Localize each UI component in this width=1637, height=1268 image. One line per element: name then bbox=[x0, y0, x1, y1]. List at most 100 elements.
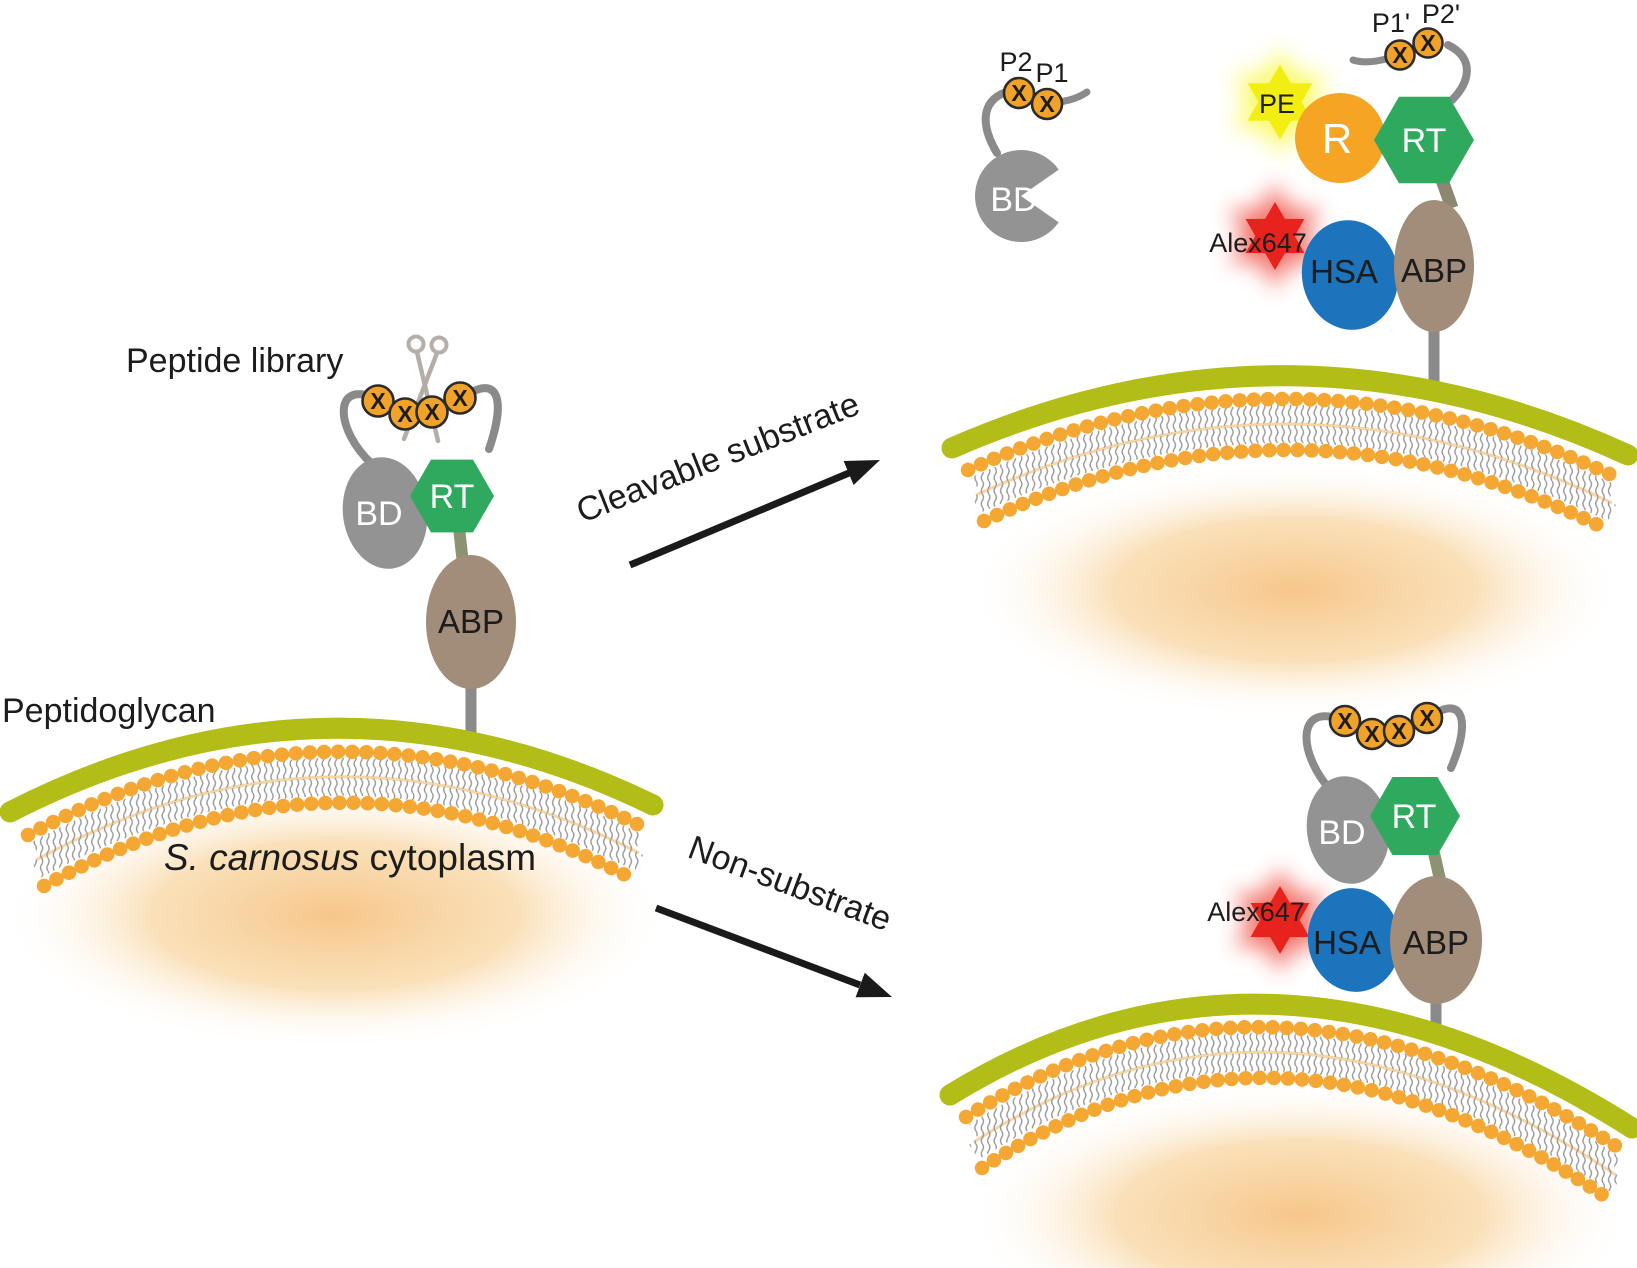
left-bd-blob bbox=[342, 457, 428, 569]
ns-rt-label: RT bbox=[1392, 798, 1437, 836]
ns-hsa-label: HSA bbox=[1313, 924, 1381, 961]
bottom-right-cell-membrane bbox=[939, 993, 1637, 1268]
svg-text:X: X bbox=[370, 388, 386, 414]
released-chain-stub bbox=[1056, 88, 1091, 106]
left-lipid-tails-upper bbox=[31, 757, 644, 858]
svg-text:X: X bbox=[1364, 721, 1380, 747]
svg-text:X: X bbox=[1011, 80, 1027, 106]
rt-linker-curve bbox=[1444, 41, 1471, 104]
bottom-right-lipid-heads-bottom bbox=[974, 1070, 1618, 1208]
non-substrate-arrow-head bbox=[855, 972, 892, 998]
residue-x-1: X bbox=[361, 384, 395, 418]
svg-text:X: X bbox=[1419, 705, 1435, 731]
non-substrate-arrow-shaft bbox=[654, 904, 862, 989]
pe-fluorophore: PE bbox=[1232, 47, 1328, 157]
svg-text:X: X bbox=[424, 399, 440, 425]
bottom-right-lipid-tails-upper bbox=[969, 1033, 1622, 1173]
ns-abp-blob bbox=[1390, 876, 1482, 1004]
ns-peptide-loop-left-arm bbox=[1302, 712, 1346, 796]
left-cell-membrane: Peptidoglycan S. carnosus cytoplasm bbox=[0, 688, 670, 1050]
peptide-library-residues: X X X X bbox=[361, 381, 477, 431]
released-bd-linker bbox=[981, 88, 1010, 157]
p1-prime-label: P1' bbox=[1372, 8, 1410, 38]
left-lipid-heads-top bbox=[20, 744, 653, 843]
top-right-cytoplasm-glow bbox=[965, 460, 1625, 720]
left-rt-hexagon bbox=[410, 459, 494, 533]
left-rt-label: RT bbox=[430, 478, 475, 516]
bottom-right-peptidoglycan-band bbox=[939, 993, 1637, 1139]
bottom-right-lipid-tails-lower bbox=[969, 1053, 1622, 1193]
top-right-lipid-heads-bottom bbox=[976, 442, 1614, 537]
non-substrate-arrow-label: Non-substrate bbox=[683, 829, 896, 939]
top-right-lipid-tails-lower bbox=[972, 424, 1616, 522]
cleavable-substrate-arrow: Cleavable substrate bbox=[571, 385, 880, 569]
scissors-handle-right bbox=[429, 335, 449, 355]
cleavable-arrow-label: Cleavable substrate bbox=[571, 385, 865, 530]
ns-rt-hexagon bbox=[1370, 777, 1460, 855]
cytoplasm-species: S. carnosus bbox=[164, 837, 359, 878]
svg-text:X: X bbox=[1391, 718, 1407, 744]
pe-label: PE bbox=[1259, 89, 1295, 119]
alexa647-label-bottom: Alex647 bbox=[1207, 897, 1305, 927]
alexa647-fluorophore-top: Alex647 bbox=[1209, 183, 1321, 289]
ns-residues: X X X X bbox=[1328, 701, 1444, 751]
ns-residue-x-4: X bbox=[1410, 701, 1444, 735]
peptidoglycan-label: Peptidoglycan bbox=[2, 692, 216, 730]
reporter-r-blob bbox=[1295, 93, 1385, 183]
left-peptidoglycan-band bbox=[0, 717, 664, 823]
p1-label: P1 bbox=[1035, 58, 1068, 88]
svg-text:X: X bbox=[1420, 30, 1436, 56]
cleavable-arrow-head bbox=[843, 460, 880, 485]
cleaved-chain-stub bbox=[1349, 55, 1390, 66]
top-right-abp-label: ABP bbox=[1401, 252, 1467, 289]
scissors-handle-left bbox=[406, 334, 426, 354]
svg-text:X: X bbox=[1392, 42, 1408, 68]
top-right-lipid-tails-upper bbox=[972, 404, 1616, 502]
left-bd-label: BD bbox=[355, 495, 402, 533]
peptide-library-label: Peptide library bbox=[126, 342, 343, 380]
cleaved-surface-complex: X X P1' P2' PE Alex647 HSA ABP R RT bbox=[1209, 0, 1474, 332]
alexa647-fluorophore-bottom: Alex647 bbox=[1207, 867, 1326, 973]
top-right-hsa-blob bbox=[1301, 220, 1399, 330]
released-bd-fragment: X X P2 P1 BD bbox=[975, 47, 1091, 242]
cytoplasm-suffix: cytoplasm bbox=[359, 837, 536, 878]
top-right-peptidoglycan-band bbox=[941, 365, 1637, 466]
residue-x-3: X bbox=[415, 395, 449, 429]
ns-residue-x-2: X bbox=[1355, 717, 1389, 751]
bottom-right-lipid-heads-top bbox=[958, 1019, 1630, 1158]
top-right-rt-label: RT bbox=[1402, 122, 1447, 160]
ns-residue-x-3: X bbox=[1382, 714, 1416, 748]
released-bd-label: BD bbox=[990, 181, 1037, 219]
non-substrate-arrow: Non-substrate bbox=[654, 829, 897, 998]
left-lipid-heads-bottom bbox=[36, 795, 641, 894]
residue-p2: X bbox=[1002, 76, 1036, 110]
ns-bd-label: BD bbox=[1318, 814, 1365, 852]
left-lipid-tails-lower bbox=[31, 777, 644, 878]
top-right-hsa-label: HSA bbox=[1310, 253, 1378, 290]
residue-p1: X bbox=[1030, 87, 1064, 121]
cleavable-arrow-shaft bbox=[628, 469, 851, 569]
cytoplasm-label: S. carnosus cytoplasm bbox=[164, 837, 536, 878]
residue-x-4: X bbox=[443, 381, 477, 415]
ns-residue-x-1: X bbox=[1328, 704, 1362, 738]
non-substrate-complex: X X X X Alex647 BD RT HSA ABP bbox=[1207, 701, 1482, 1004]
reporter-r-label: R bbox=[1322, 115, 1352, 162]
released-bd-blob bbox=[975, 150, 1059, 242]
ns-abp-label: ABP bbox=[1403, 924, 1469, 961]
left-display-complex: Peptide library X X X X ABP BD RT bbox=[126, 334, 516, 689]
ns-bd-blob bbox=[1306, 776, 1390, 884]
p2-label: P2 bbox=[999, 47, 1032, 77]
left-cytoplasm-glow bbox=[0, 780, 670, 1050]
svg-text:X: X bbox=[452, 385, 468, 411]
svg-text:X: X bbox=[1039, 91, 1055, 117]
peptide-loop-left-arm bbox=[339, 390, 378, 468]
ns-hsa-blob bbox=[1307, 888, 1401, 992]
top-right-abp-blob bbox=[1394, 200, 1474, 332]
residue-p2-prime: X bbox=[1412, 27, 1444, 59]
alexa647-label-top: Alex647 bbox=[1209, 228, 1307, 258]
residue-p1-prime: X bbox=[1384, 39, 1416, 71]
top-right-lipid-heads-top bbox=[960, 391, 1626, 486]
left-abp-blob bbox=[426, 555, 516, 689]
